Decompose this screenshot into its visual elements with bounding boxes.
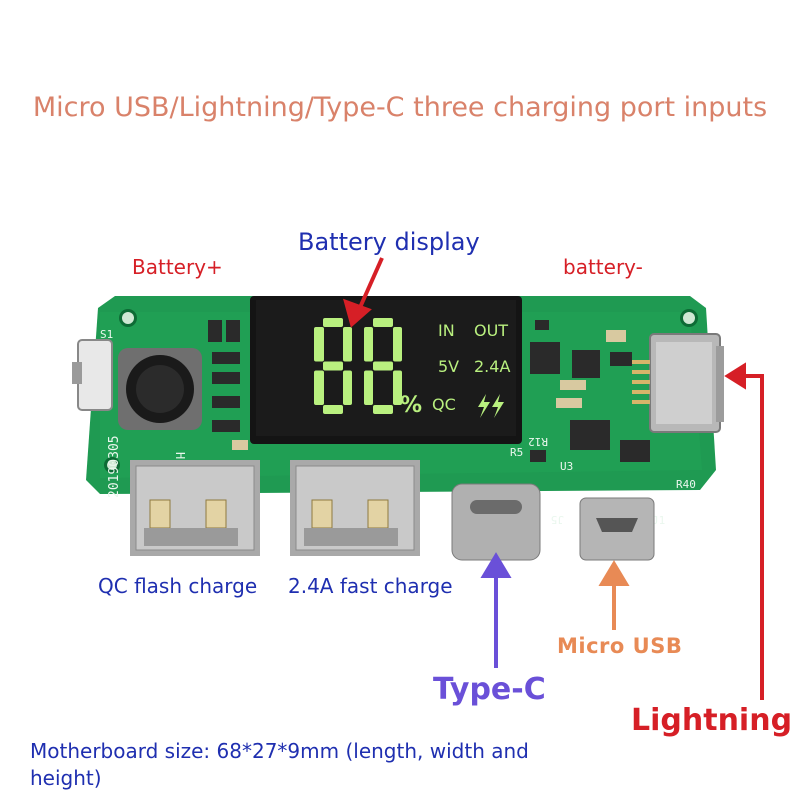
digit-segment — [323, 405, 343, 414]
display-digits — [314, 318, 402, 414]
display-2-4a: 2.4A — [474, 357, 510, 376]
digit-segment — [343, 327, 352, 362]
arrow-type-c — [480, 552, 512, 668]
arrow-lightning — [724, 362, 764, 700]
digit-segment — [314, 370, 323, 405]
digit-segment — [323, 361, 343, 371]
board-date: 20190305 — [107, 435, 122, 498]
svg-text:R5: R5 — [510, 446, 523, 459]
digit-segment — [393, 327, 402, 362]
svg-text:J5: J5 — [551, 513, 564, 526]
arrow-battery-display — [343, 257, 384, 328]
usb-a-port-fast — [290, 460, 420, 556]
fast-charge-icon — [478, 394, 504, 418]
display-in: IN — [438, 321, 455, 340]
arrow-micro-usb — [598, 560, 630, 630]
display-percent: % — [400, 393, 422, 418]
type-c-port — [451, 483, 541, 561]
digit-segment — [343, 370, 352, 405]
micro-usb-port — [579, 497, 655, 561]
svg-text:R12: R12 — [528, 435, 548, 448]
page-title: Micro USB/Lightning/Type-C three chargin… — [32, 92, 768, 123]
digit-segment — [364, 370, 373, 405]
micro-usb-label: Micro USB — [557, 634, 683, 658]
battery-plus-label: Battery+ — [132, 255, 223, 279]
battery-minus-label: battery- — [563, 255, 643, 279]
digit-segment — [323, 318, 343, 327]
digit-segment — [373, 405, 393, 414]
lightning-label: Lightning — [631, 703, 793, 738]
display-5v: 5V — [438, 357, 459, 376]
usb-a-port-qc — [130, 460, 260, 556]
motherboard-size-note: Motherboard size: 68*27*9mm (length, wid… — [30, 739, 529, 790]
display-qc: QC — [432, 395, 456, 414]
digit-segment — [364, 327, 373, 362]
digit-segment — [393, 370, 402, 405]
svg-text:J1: J1 — [652, 514, 665, 527]
battery-display-label: Battery display — [298, 228, 480, 256]
svg-text:U3: U3 — [560, 460, 573, 473]
svg-text:S1: S1 — [100, 328, 113, 341]
side-switch — [77, 339, 113, 411]
digit-segment — [314, 327, 323, 362]
qc-flash-charge-label: QC flash charge — [98, 574, 258, 598]
fast-charge-label: 2.4A fast charge — [288, 574, 453, 598]
digit-segment — [373, 361, 393, 371]
display-out: OUT — [474, 321, 508, 340]
type-c-label: Type-C — [433, 672, 546, 707]
digit-segment — [373, 318, 393, 327]
svg-text:R40: R40 — [676, 478, 696, 491]
